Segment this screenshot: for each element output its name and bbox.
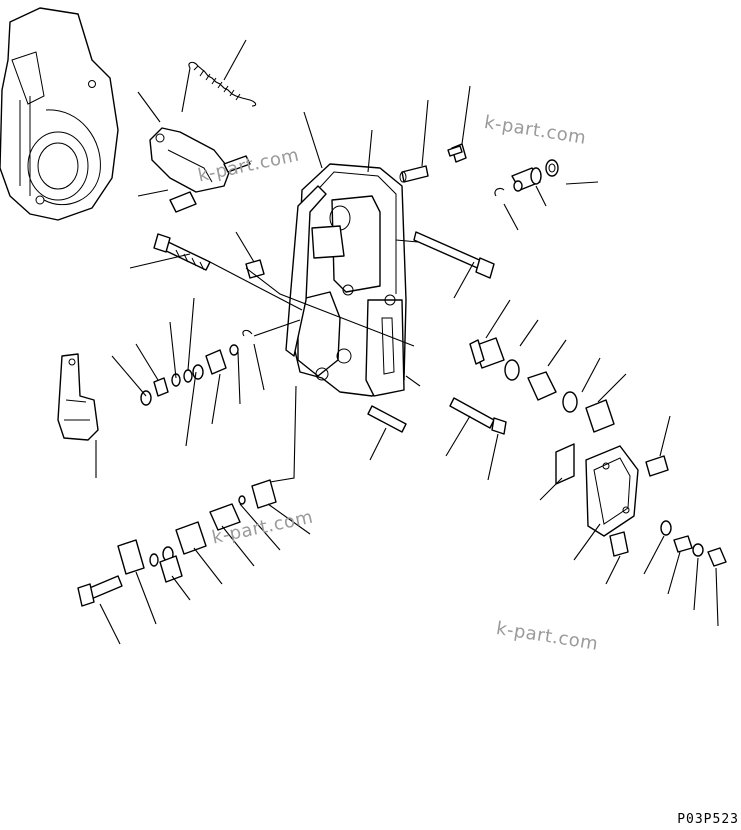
gasket [285,185,327,357]
bolt-upper-left [153,233,211,271]
side-cover [555,443,669,537]
cap [245,259,265,279]
stud-bolts [367,397,507,435]
bracket [57,353,99,441]
gear-housing [0,7,119,221]
pin [399,165,429,183]
plug-screw [447,143,467,163]
bolt-upper-right [413,231,495,279]
lever-arm [149,127,251,213]
bushing-set [494,159,559,197]
adjusting-screw [469,337,505,369]
drawing-code: P03P523 [677,812,739,827]
throttle-parts [77,479,277,607]
cover-fasteners [609,520,727,567]
leader-lines [95,39,719,645]
washer-nut-set [504,359,615,433]
spring-seat-set [140,329,253,406]
tension-spring [181,61,257,113]
